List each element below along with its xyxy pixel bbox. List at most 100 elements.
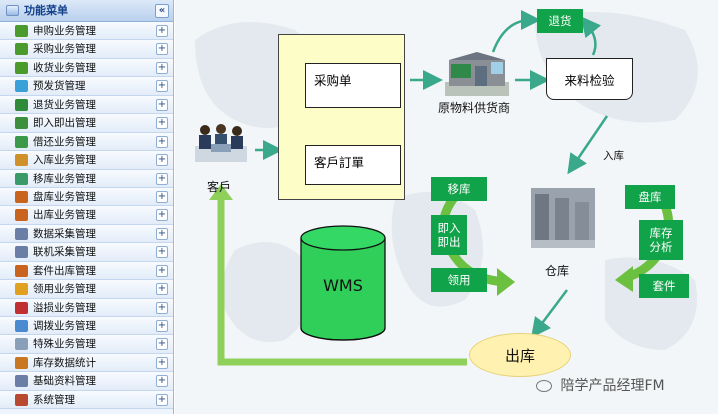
expand-icon[interactable]: + xyxy=(156,356,168,369)
menu-item[interactable]: 出库业务管理 + xyxy=(0,206,173,225)
menu-item-label: 收货业务管理 xyxy=(33,61,96,74)
menu-item-icon xyxy=(15,338,28,351)
expand-icon[interactable]: + xyxy=(156,117,168,130)
menu-item-label: 基础资料管理 xyxy=(33,375,96,388)
supplier-factory-icon xyxy=(445,52,509,96)
menu-item-icon xyxy=(15,246,28,259)
right-cycle-arrow-head xyxy=(615,266,633,292)
expand-icon[interactable]: + xyxy=(156,61,168,74)
menu-item[interactable]: 采购业务管理+ xyxy=(0,40,173,59)
menu-item[interactable]: 溢损业务管理 + xyxy=(0,298,173,317)
kit-box: 套件 xyxy=(639,274,689,298)
menu-item[interactable]: 基础资料管理 + xyxy=(0,372,173,391)
customer-order-doc: 客戶訂單 xyxy=(305,145,401,185)
menu-item-icon xyxy=(15,98,28,111)
menu-item-icon xyxy=(15,25,28,37)
wms-database-icon xyxy=(300,225,386,341)
menu-item-icon xyxy=(15,61,28,74)
watermark-text: 陪学产品经理FM xyxy=(560,378,665,394)
menu-item-label: 出库业务管理 xyxy=(33,209,96,222)
expand-icon[interactable]: + xyxy=(156,338,168,351)
watermark: 陪学产品经理FM xyxy=(536,375,665,395)
expand-icon[interactable]: + xyxy=(156,43,168,56)
menu-item[interactable]: 借还业务管理 + xyxy=(0,132,173,152)
arrow-outbound-to-customer xyxy=(217,198,467,366)
menu-item-icon xyxy=(15,209,28,222)
stocktake-box: 盘库 xyxy=(625,185,675,209)
menu-item-icon xyxy=(15,80,28,93)
expand-icon[interactable]: + xyxy=(156,301,168,314)
supplier-label: 原物料供货商 xyxy=(438,101,511,115)
expand-icon[interactable]: + xyxy=(156,172,168,185)
instant-in-out-box: 即入 即出 xyxy=(431,215,467,255)
expand-icon[interactable]: + xyxy=(156,393,168,406)
menu-item[interactable]: 领用业务管理 + xyxy=(0,280,173,299)
menu-item-label: 系统管理 xyxy=(33,393,75,406)
menu-item-label: 即入即出管理 xyxy=(33,117,96,130)
menu-item-label: 套件出库管理 xyxy=(33,264,96,277)
expand-icon[interactable]: + xyxy=(156,25,168,37)
expand-icon[interactable]: + xyxy=(156,154,168,167)
menu-item-label: 调拨业务管理 xyxy=(33,320,96,332)
expand-icon[interactable]: + xyxy=(156,209,168,222)
collapse-menu-button[interactable]: « xyxy=(155,4,169,18)
menu-item-icon xyxy=(15,283,28,296)
inventory-analysis-box: 库存 分析 xyxy=(639,220,683,260)
expand-icon[interactable]: + xyxy=(156,135,168,148)
expand-icon[interactable]: + xyxy=(156,264,168,277)
menu-item-label: 入库业务管理 xyxy=(33,154,96,167)
menu-item[interactable]: 盘库业务管理 + xyxy=(0,187,173,207)
menu-item-label: 移库业务管理 xyxy=(33,172,96,185)
menu-item-label: 库存数据统计 xyxy=(33,356,96,369)
expand-icon[interactable]: + xyxy=(156,283,168,296)
menu-item[interactable]: 申购业务管理+ xyxy=(0,22,173,41)
menu-item[interactable]: 调拨业务管理 + xyxy=(0,317,173,336)
menu-item[interactable]: 移库业务管理 + xyxy=(0,169,173,188)
warehouse-shelves-icon xyxy=(531,188,595,248)
menu-item-icon xyxy=(15,43,28,56)
menu-item-label: 借还业务管理 xyxy=(33,135,96,148)
inbound-label: 入库 xyxy=(603,150,624,162)
menu-item[interactable]: 特殊业务管理+ xyxy=(0,335,173,354)
menu-item-label: 盘库业务管理 xyxy=(33,190,96,203)
menu-item[interactable]: 预发货管理 + xyxy=(0,77,173,96)
menu-item[interactable]: 数据采集管理 + xyxy=(0,224,173,244)
menu-item-label: 领用业务管理 xyxy=(33,283,96,296)
purchase-order-doc: 采购单 xyxy=(305,63,401,108)
menu-item-label: 数据采集管理 xyxy=(33,227,96,240)
expand-icon[interactable]: + xyxy=(156,190,168,203)
menu-item[interactable]: 入库业务管理 + xyxy=(0,151,173,170)
menu-item-label: 预发货管理 xyxy=(33,80,86,93)
incoming-inspection-box: 来料检验 xyxy=(546,58,633,100)
menu-item[interactable]: 即入即出管理 + xyxy=(0,114,173,133)
menu-item[interactable]: 退货业务管理 + xyxy=(0,95,173,115)
menu-item[interactable]: 联机采集管理 + xyxy=(0,243,173,262)
menu-folder-icon xyxy=(6,5,19,16)
menu-item-icon xyxy=(15,356,28,369)
menu-item-label: 退货业务管理 xyxy=(33,98,96,111)
expand-icon[interactable]: + xyxy=(156,227,168,240)
expand-icon[interactable]: + xyxy=(156,246,168,259)
menu-item[interactable]: 套件出库管理 + xyxy=(0,261,173,281)
menu-item-icon xyxy=(15,227,28,240)
menu-item-icon xyxy=(15,135,28,148)
menu-item-icon xyxy=(15,117,28,130)
expand-icon[interactable]: + xyxy=(156,98,168,111)
expand-icon[interactable]: + xyxy=(156,320,168,332)
pick-box: 领用 xyxy=(431,268,487,292)
customer-people-icon xyxy=(195,124,247,162)
menu-item-label: 溢损业务管理 xyxy=(33,301,96,314)
menu-item-icon xyxy=(15,393,28,406)
outbound-ellipse: 出库 xyxy=(469,333,571,377)
expand-icon[interactable]: + xyxy=(156,375,168,388)
menu-item[interactable]: 系统管理 + xyxy=(0,390,173,410)
menu-header: 功能菜单 « xyxy=(0,0,173,22)
menu-item-icon xyxy=(15,320,28,332)
menu-item-label: 联机采集管理 xyxy=(33,246,96,259)
expand-icon[interactable]: + xyxy=(156,80,168,93)
customer-label: 客戶 xyxy=(207,180,232,194)
menu-item-icon xyxy=(15,190,28,203)
menu-item[interactable]: 收货业务管理 + xyxy=(0,58,173,78)
move-box: 移库 xyxy=(431,177,487,201)
menu-item[interactable]: 库存数据统计 + xyxy=(0,353,173,373)
